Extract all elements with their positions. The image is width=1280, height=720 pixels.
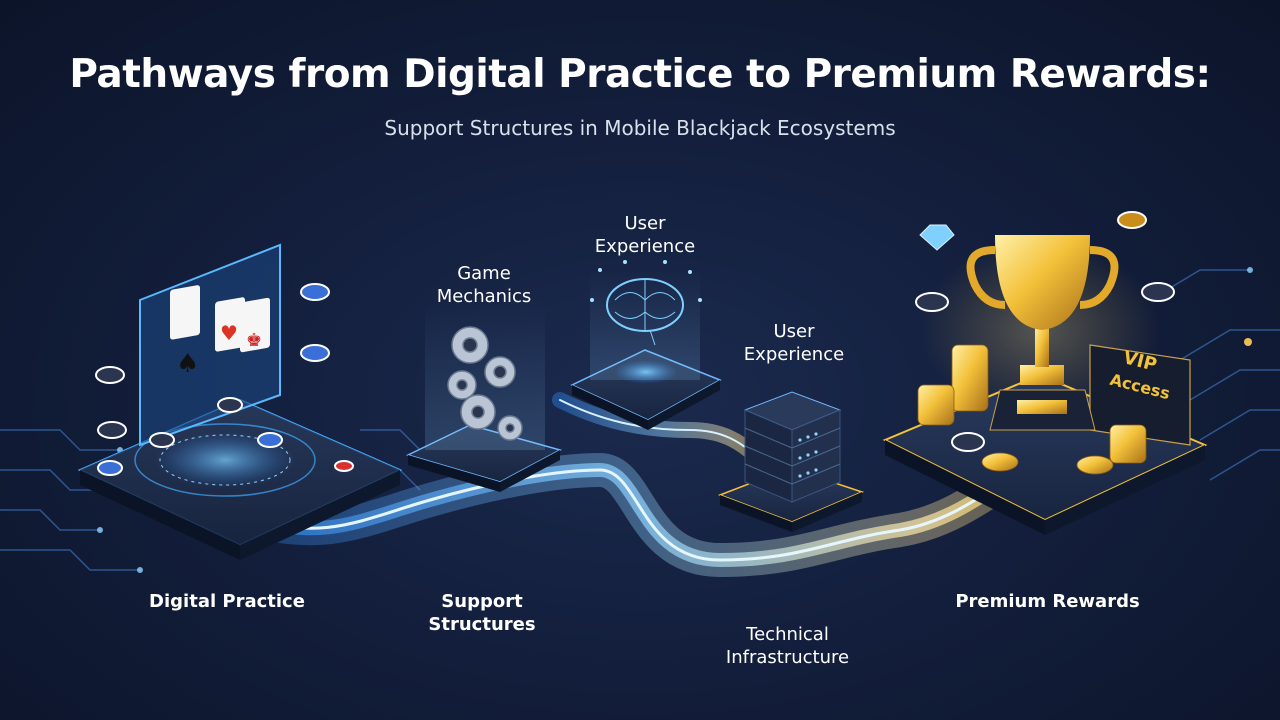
label-game-mechanics: Game Mechanics [436,263,532,307]
label-technical-infrastructure: Technical Infrastructure [725,624,850,668]
svg-text:♚: ♚ [246,330,262,351]
coin-stack-icon [917,344,1147,475]
server-rack-icon [743,391,842,503]
game-mechanics-platform [405,300,563,492]
gears-icon [447,326,523,441]
trophy-icon [966,235,1119,431]
diamond-icon [919,224,955,251]
page-title: Pathways from Digital Practice to Premiu… [69,52,1211,97]
label-user-experience-mid: User Experience [743,321,845,365]
svg-text:♥: ♥ [220,321,238,345]
page-subtitle: Support Structures in Mobile Blackjack E… [384,116,896,140]
glowing-pathway [233,392,1057,578]
technical-infrastructure-platform [717,391,865,532]
vip-access-card [1089,344,1191,446]
tablet-screen [139,243,281,447]
poker-chip-icon [95,211,1175,476]
playing-cards-icon: ♠ ♥ ♚ [176,321,262,379]
brain-platform [570,260,722,430]
svg-text:♠: ♠ [176,349,199,379]
premium-rewards-platform [882,235,1208,535]
label-user-experience-top: User Experience [594,213,696,257]
brain-icon [606,278,684,346]
label-premium-rewards: Premium Rewards [955,591,1140,612]
label-support-structures: Support Structures [428,591,536,635]
label-digital-practice: Digital Practice [149,591,305,612]
